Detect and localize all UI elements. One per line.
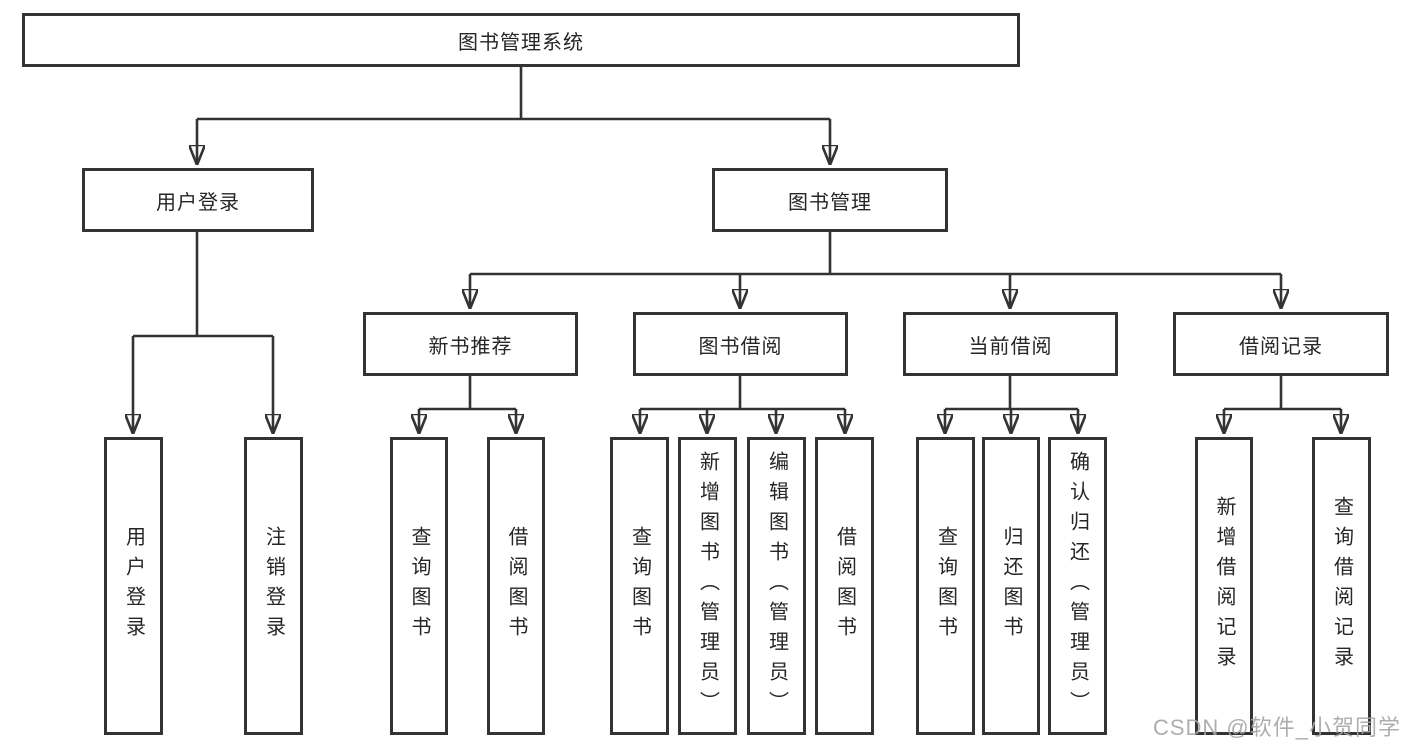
node-book-borrow: 图书借阅 — [633, 312, 848, 376]
leaf-confirm-return-admin-label: 确认归还（管理员） — [1066, 451, 1089, 721]
leaf-query-books-borrow: 查询图书 — [610, 437, 669, 735]
leaf-add-borrow-record-label: 新增借阅记录 — [1213, 496, 1235, 676]
watermark: CSDN @软件_小贺同学 — [1152, 715, 1401, 740]
node-borrow-records-label: 借阅记录 — [1239, 335, 1323, 358]
leaf-return-books-label: 归还图书 — [1000, 526, 1022, 646]
node-current-borrow-label: 当前借阅 — [968, 335, 1053, 358]
leaf-query-books-current-label: 查询图书 — [934, 526, 957, 646]
node-new-book-recommend: 新书推荐 — [363, 312, 578, 376]
leaf-borrow-books-recommend: 借阅图书 — [487, 437, 545, 735]
node-current-borrow: 当前借阅 — [903, 312, 1118, 376]
leaf-borrow-books-label: 借阅图书 — [833, 526, 856, 646]
leaf-query-borrow-record: 查询借阅记录 — [1312, 437, 1371, 735]
leaf-confirm-return-admin: 确认归还（管理员） — [1048, 437, 1107, 735]
node-book-management: 图书管理 — [712, 168, 948, 232]
node-borrow-records: 借阅记录 — [1173, 312, 1389, 376]
leaf-query-borrow-record-label: 查询借阅记录 — [1330, 496, 1353, 676]
leaf-return-books: 归还图书 — [982, 437, 1040, 735]
node-root-label: 图书管理系统 — [458, 31, 584, 54]
leaf-user-login: 用户登录 — [104, 437, 163, 735]
leaf-edit-book-admin: 编辑图书（管理员） — [747, 437, 806, 735]
node-user-login: 用户登录 — [82, 168, 314, 232]
leaf-query-books-current: 查询图书 — [916, 437, 975, 735]
leaf-borrow-books-recommend-label: 借阅图书 — [505, 526, 527, 646]
leaf-user-login-label: 用户登录 — [122, 526, 145, 646]
leaf-query-books-recommend: 查询图书 — [390, 437, 448, 735]
leaf-add-book-admin-label: 新增图书（管理员） — [696, 451, 719, 721]
leaf-logout: 注销登录 — [244, 437, 303, 735]
leaf-add-book-admin: 新增图书（管理员） — [678, 437, 737, 735]
node-root: 图书管理系统 — [22, 13, 1020, 67]
node-book-management-label: 图书管理 — [788, 191, 872, 214]
leaf-query-books-borrow-label: 查询图书 — [628, 526, 651, 646]
node-book-borrow-label: 图书借阅 — [698, 335, 783, 358]
leaf-edit-book-admin-label: 编辑图书（管理员） — [765, 451, 788, 721]
leaf-add-borrow-record: 新增借阅记录 — [1195, 437, 1253, 735]
leaf-logout-label: 注销登录 — [262, 526, 285, 646]
node-new-book-recommend-label: 新书推荐 — [428, 335, 513, 358]
leaf-borrow-books: 借阅图书 — [815, 437, 874, 735]
node-user-login-label: 用户登录 — [156, 191, 240, 214]
leaf-query-books-recommend-label: 查询图书 — [408, 526, 430, 646]
